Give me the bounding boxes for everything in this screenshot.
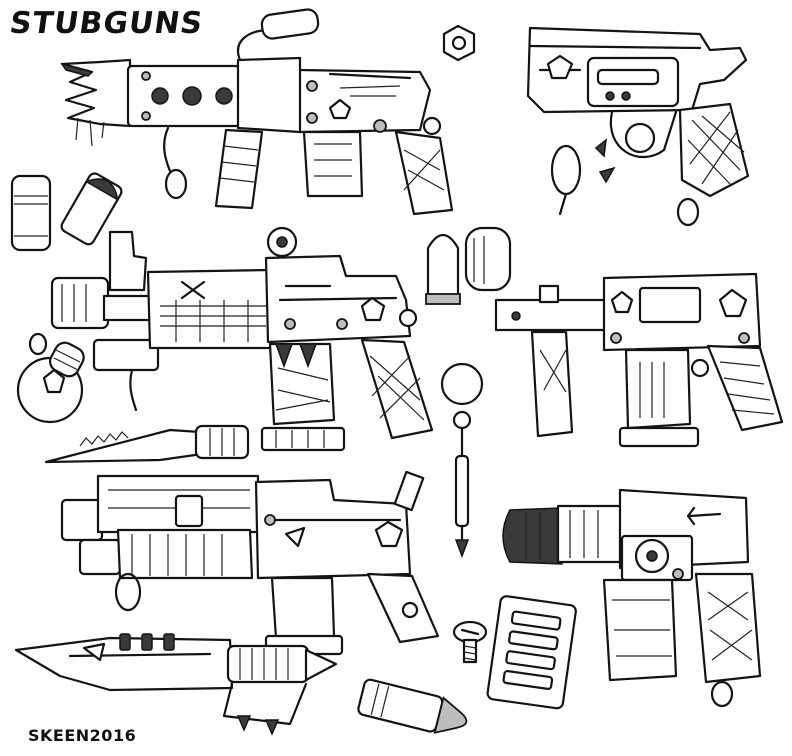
blade-middle-left <box>44 424 250 464</box>
drum-stubgun-bottom <box>60 470 440 656</box>
revolver-top-right <box>526 26 750 227</box>
magazine-bottom <box>486 595 577 710</box>
grenade-left <box>16 332 85 424</box>
key-ring-center <box>440 362 484 559</box>
screw <box>452 620 488 664</box>
heavy-pistol-bottom-right <box>502 488 762 708</box>
cartridges <box>10 172 512 734</box>
combat-knife-bottom <box>14 633 338 736</box>
spiked-stubgun-top-left <box>60 8 454 216</box>
assault-stubgun-middle <box>50 226 434 452</box>
hex-nut <box>442 24 476 62</box>
artist-signature: SKEEN2016 <box>28 726 137 745</box>
machine-pistol-right <box>494 272 784 448</box>
